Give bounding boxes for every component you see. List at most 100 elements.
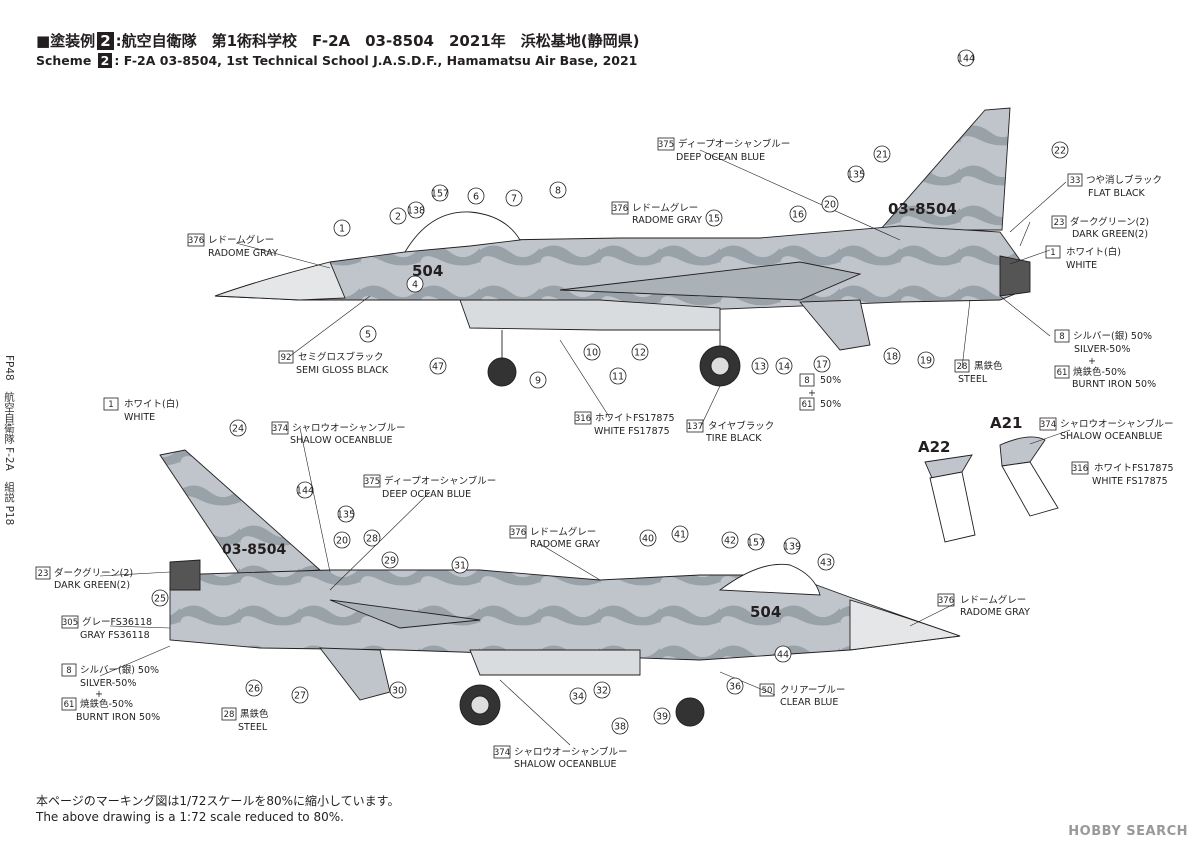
callout-semi-gloss-black: 92 セミグロスブラック SEMI GLOSS BLACK bbox=[278, 350, 389, 376]
top-marker-label-20: 20 bbox=[824, 199, 836, 210]
callout-radome-gray-bottom-right: 376 レドームグレー RADOME GRAY bbox=[937, 593, 1030, 618]
svg-text:BURNT IRON 50%: BURNT IRON 50% bbox=[1072, 379, 1156, 390]
bottom-marker-label-29: 29 bbox=[384, 555, 396, 566]
top-marker-label-4: 4 bbox=[412, 279, 418, 290]
top-aircraft bbox=[214, 107, 1031, 387]
top-marker-15 bbox=[705, 209, 723, 227]
svg-text:シャロウオーシャンブルー: シャロウオーシャンブルー bbox=[292, 422, 406, 434]
footer-note-en: The above drawing is a 1:72 scale reduce… bbox=[36, 810, 344, 824]
svg-text:375: 375 bbox=[658, 140, 674, 150]
bottom-marker-label-20: 20 bbox=[336, 535, 348, 546]
svg-text:CLEAR BLUE: CLEAR BLUE bbox=[780, 697, 838, 708]
svg-text:376: 376 bbox=[510, 528, 526, 538]
top-marker-4 bbox=[406, 275, 424, 293]
svg-text:+: + bbox=[1088, 356, 1096, 367]
callout-white-top: 1 ホワイト(白) WHITE bbox=[1045, 245, 1121, 271]
top-marker-22 bbox=[1051, 141, 1069, 159]
svg-text:黒鉄色: 黒鉄色 bbox=[974, 360, 1003, 372]
callout-silver-bottom: 8 シルバー(銀) 50% SILVER-50% + 61 焼鉄色-50% BU… bbox=[61, 663, 160, 723]
top-marker-label-13: 13 bbox=[754, 361, 766, 372]
svg-text:61: 61 bbox=[64, 700, 75, 710]
top-marker-157 bbox=[431, 184, 449, 202]
svg-text:レドームグレー: レドームグレー bbox=[632, 202, 698, 214]
callout-shalow-ocean-blue-top-left: 374 シャロウオーシャンブルー SHALOW OCEANBLUE bbox=[271, 421, 406, 446]
svg-text:レドームグレー: レドームグレー bbox=[530, 526, 596, 538]
svg-text:ホワイトFS17875: ホワイトFS17875 bbox=[595, 413, 675, 424]
svg-text:ホワイト(白): ホワイト(白) bbox=[124, 398, 179, 410]
svg-text:RADOME GRAY: RADOME GRAY bbox=[960, 607, 1030, 618]
svg-text:RADOME GRAY: RADOME GRAY bbox=[530, 539, 600, 550]
top-marker-label-135: 135 bbox=[847, 169, 865, 180]
svg-text:セミグロスブラック: セミグロスブラック bbox=[298, 351, 384, 363]
bottom-marker-29 bbox=[381, 551, 399, 569]
part-a22-drawing bbox=[924, 454, 976, 543]
svg-text:SEMI GLOSS BLACK: SEMI GLOSS BLACK bbox=[296, 365, 389, 376]
svg-text:316: 316 bbox=[575, 414, 591, 424]
callout-gray-fs: 305 グレーFS36118 GRAY FS36118 bbox=[61, 615, 152, 641]
svg-text:SILVER-50%: SILVER-50% bbox=[80, 678, 136, 689]
top-marker-label-18: 18 bbox=[886, 351, 898, 362]
svg-text:92: 92 bbox=[281, 353, 292, 363]
top-marker-138 bbox=[407, 201, 425, 219]
top-marker-144 bbox=[957, 49, 975, 67]
bottom-marker-label-144: 144 bbox=[296, 485, 314, 496]
bottom-marker-label-139: 139 bbox=[783, 541, 801, 552]
bottom-tail-serial: 03-8504 bbox=[222, 542, 287, 558]
callout-silver-burnt-mix: 8 50% + 61 50% bbox=[799, 373, 841, 411]
svg-text:WHITE: WHITE bbox=[124, 412, 155, 423]
top-marker-label-12: 12 bbox=[634, 347, 646, 358]
bottom-marker-30 bbox=[389, 681, 407, 699]
top-marker-label-16: 16 bbox=[792, 209, 804, 220]
top-marker-label-21: 21 bbox=[876, 149, 888, 160]
bottom-marker-25 bbox=[151, 589, 169, 607]
bottom-marker-24 bbox=[229, 419, 247, 437]
top-marker-8 bbox=[549, 181, 567, 199]
svg-text:376: 376 bbox=[938, 596, 954, 606]
callout-shalow-ocean-blue-bottom: 374 シャロウオーシャンブルー SHALOW OCEANBLUE bbox=[493, 745, 628, 770]
svg-text:+: + bbox=[95, 689, 103, 700]
svg-text:8: 8 bbox=[1059, 332, 1064, 342]
svg-text:レドームグレー: レドームグレー bbox=[960, 594, 1026, 606]
svg-text:50%: 50% bbox=[820, 375, 841, 386]
bottom-marker-38 bbox=[611, 717, 629, 735]
callout-tire-black: 137 タイヤブラック TIRE BLACK bbox=[686, 419, 774, 444]
bottom-marker-157 bbox=[747, 533, 765, 551]
svg-text:SILVER-50%: SILVER-50% bbox=[1074, 344, 1130, 355]
svg-text:黒鉄色: 黒鉄色 bbox=[240, 708, 269, 720]
top-marker-14 bbox=[775, 357, 793, 375]
top-marker-label-157: 157 bbox=[431, 188, 449, 199]
svg-text:61: 61 bbox=[802, 400, 813, 410]
bottom-marker-40 bbox=[639, 529, 657, 547]
callout-radome-gray-mid: 376 レドームグレー RADOME GRAY bbox=[611, 201, 702, 226]
callout-clear-blue: 50 クリアーブルー CLEAR BLUE bbox=[759, 683, 845, 708]
bottom-marker-label-28: 28 bbox=[366, 533, 378, 544]
bottom-marker-42 bbox=[721, 531, 739, 549]
top-marker-135 bbox=[847, 165, 865, 183]
bottom-marker-label-34: 34 bbox=[572, 691, 584, 702]
bottom-marker-32 bbox=[593, 681, 611, 699]
svg-text:375: 375 bbox=[364, 477, 380, 487]
top-marker-16 bbox=[789, 205, 807, 223]
svg-text:DARK GREEN(2): DARK GREEN(2) bbox=[54, 580, 130, 591]
svg-text:FLAT BLACK: FLAT BLACK bbox=[1088, 188, 1146, 199]
bottom-marker-label-30: 30 bbox=[392, 685, 404, 696]
svg-text:1: 1 bbox=[1050, 248, 1055, 258]
bottom-marker-label-27: 27 bbox=[294, 690, 306, 701]
svg-text:28: 28 bbox=[224, 710, 235, 720]
svg-text:SHALOW OCEANBLUE: SHALOW OCEANBLUE bbox=[514, 759, 617, 770]
bottom-nose-number: 504 bbox=[750, 603, 781, 621]
callout-flat-black: 33 つや消しブラック FLAT BLACK bbox=[1067, 173, 1162, 199]
bottom-marker-41 bbox=[671, 525, 689, 543]
bottom-marker-26 bbox=[245, 679, 263, 697]
top-marker-13 bbox=[751, 357, 769, 375]
top-marker-47 bbox=[429, 357, 447, 375]
top-marker-label-17: 17 bbox=[816, 359, 828, 370]
svg-text:WHITE: WHITE bbox=[1066, 260, 1097, 271]
svg-text:WHITE FS17875: WHITE FS17875 bbox=[594, 426, 670, 437]
top-marker-label-10: 10 bbox=[586, 347, 598, 358]
top-marker-12 bbox=[631, 343, 649, 361]
svg-text:シャロウオーシャンブルー: シャロウオーシャンブルー bbox=[1060, 418, 1174, 430]
